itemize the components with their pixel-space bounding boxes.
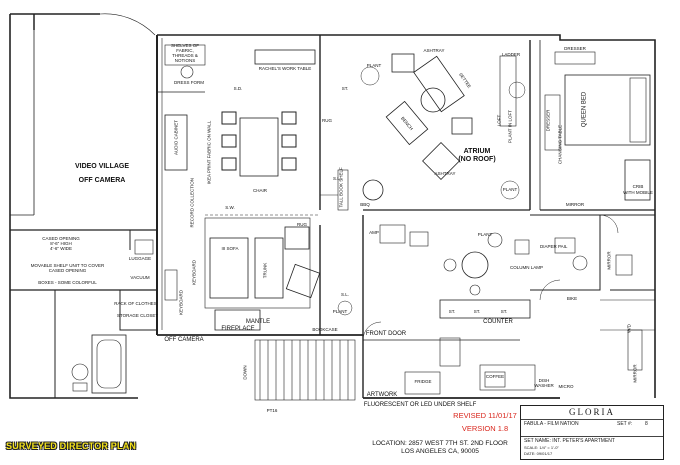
boxes-label: BOXES - SOME COLORFUL [38, 280, 97, 285]
title-block-date: DATE: 09/01/17 [524, 451, 553, 456]
fridge-label: FRIDGE [414, 379, 432, 384]
title-block-set-name: SET NAME: INT. PETER'S APARTMENT [524, 438, 615, 444]
pt-label: PT16 [266, 408, 278, 413]
front-door-label: FRONT DOOR [365, 331, 407, 337]
atrium-plant-label: PLANT [366, 63, 382, 68]
version-label: VERSION 1.8 [461, 424, 509, 433]
ladder-label: LADDER [501, 52, 521, 57]
counter-label: COUNTER [483, 319, 513, 325]
mirror3-label: MIRROR [632, 364, 638, 383]
movable-shelf-label: MOVABLE SHELF UNIT TO COVER CASED OPENIN… [30, 263, 105, 273]
title-block-scale: SCALE: 1/4" = 1'-0" [524, 445, 559, 450]
chair-label: CHAIR [252, 188, 267, 193]
atrium-label: ATRIUM [463, 148, 491, 155]
living-st-label: ST. [341, 86, 349, 91]
rug2-label: RUG [297, 222, 307, 227]
cased-opening-height: 8'-6" HIGH [50, 241, 72, 246]
ikea-print-label: IKEA PRINT FABRIC ON WALL [206, 120, 212, 185]
fireplace-label: FIREPLACE [221, 326, 255, 332]
atrium-plant2-label: PLANT [502, 187, 518, 192]
diaper-pail-label: DIAPER PAIL [540, 244, 568, 249]
kitchen-st2-label: ST. [473, 309, 481, 314]
living-plant-label: PLANT [332, 309, 348, 314]
title-block-title: GLORIA [569, 407, 615, 417]
bike-label: BIKE [566, 296, 578, 301]
no-roof-label: (NO ROOF) [458, 156, 496, 163]
fluorescent-label: FLUORESCENT OR LED UNDER SHELF [363, 402, 477, 408]
title-block-production: FABULA - FILM NATION [524, 421, 579, 427]
location-line1: LOCATION: 2857 WEST 7TH ST. 2ND FLOOR [372, 440, 508, 447]
bedroom-mirror-label: MIRROR [565, 202, 585, 207]
crib-label: CRIB [632, 184, 644, 189]
title-block: GLORIA FABULA - FILM NATION SET #: 8 SET… [520, 405, 664, 460]
with-mobile-label: WITH MOBILE [623, 190, 653, 195]
mirror2-label: MIRROR [606, 251, 612, 270]
ashtray-label: ASHTRAY [423, 48, 445, 53]
changing-table-label: CHANGING TABLE [557, 124, 563, 165]
mantle-label: MANTLE [245, 319, 271, 325]
sofa-label: III SOFA [221, 246, 239, 251]
surveyed-director-plan-banner: SURVEYED DIRECTOR PLAN [6, 441, 137, 451]
luggage-label: LUGGAGE [128, 256, 152, 261]
down-label: DOWN [242, 365, 248, 380]
off-camera-label: OFF CAMERA [78, 177, 126, 184]
audio-cabinet-label: AUDIO CABINET [173, 120, 179, 156]
rack-of-clothes-label: RACK OF CLOTHES [114, 301, 157, 306]
vacuum-label: VACUUM [130, 275, 150, 280]
kitchen-st-label: ST. [448, 309, 456, 314]
kitchen-plant-label: PLANT [477, 232, 493, 237]
location-line2: LOS ANGELES CA, 90005 [401, 448, 479, 455]
storage-closet-label: STORAGE CLOSET [116, 313, 159, 318]
sd-label: S.D. [233, 86, 243, 91]
sw-label: S.W. [225, 205, 235, 210]
bbq-label: BBQ [360, 202, 370, 207]
coffee-label: COFFEE [485, 374, 505, 379]
plant-in-loft-label: PLANT IN LOFT [507, 110, 513, 143]
micro-label: MICRO [558, 384, 574, 389]
dish-washer-label: DISH WASHER [534, 378, 554, 388]
cased-opening-width: 4'-6" WIDE [50, 246, 72, 251]
queen-bed-label: QUEEN BED [581, 91, 588, 128]
title-block-set-number: 8 [645, 421, 648, 427]
kitchen-st3-label: ST. [500, 309, 508, 314]
rachel-work-table-label: RACHEL'S WORK TABLE [258, 66, 312, 71]
keyboard2-label: KEYBOARD [178, 290, 184, 316]
rug-label: RUG [322, 118, 332, 123]
dress-form-label: DRESS FORM [174, 80, 205, 85]
revision-label: REVISED 11/01/17 [453, 411, 517, 420]
off-camera-2-label: OFF CAMERA [164, 337, 204, 343]
cased-opening-label: CASED OPENING [42, 236, 80, 241]
keyboard-label: KEYBOARD [191, 260, 197, 286]
kitchen-sl-label: S.L. [340, 292, 349, 297]
living-sl-label: S.L. [332, 176, 341, 181]
video-village-label: VIDEO VILLAGE [74, 163, 130, 170]
bookcase-label: BOOKCASE [312, 327, 338, 332]
amp-label: AMP [369, 230, 379, 235]
shelves-label: SHELVES OF FABRIC, THREADS & NOTIONS [171, 43, 199, 63]
dresser2-label: DRESSER [545, 109, 551, 132]
wd-label: W/D [626, 324, 632, 333]
trunk-label: TRUNK [262, 262, 268, 279]
dresser-label: DRESSER [564, 46, 586, 51]
artwork-label: ARTWORK [366, 392, 398, 398]
ashtray2-label: ASHTRAY [434, 171, 456, 176]
record-collection-label: RECORD COLLECTION [189, 177, 195, 228]
loft-label: LOFT [496, 114, 502, 127]
column-lamp-label: COLUMN LAMP [510, 265, 544, 270]
title-block-set-label: SET #: [617, 421, 633, 427]
